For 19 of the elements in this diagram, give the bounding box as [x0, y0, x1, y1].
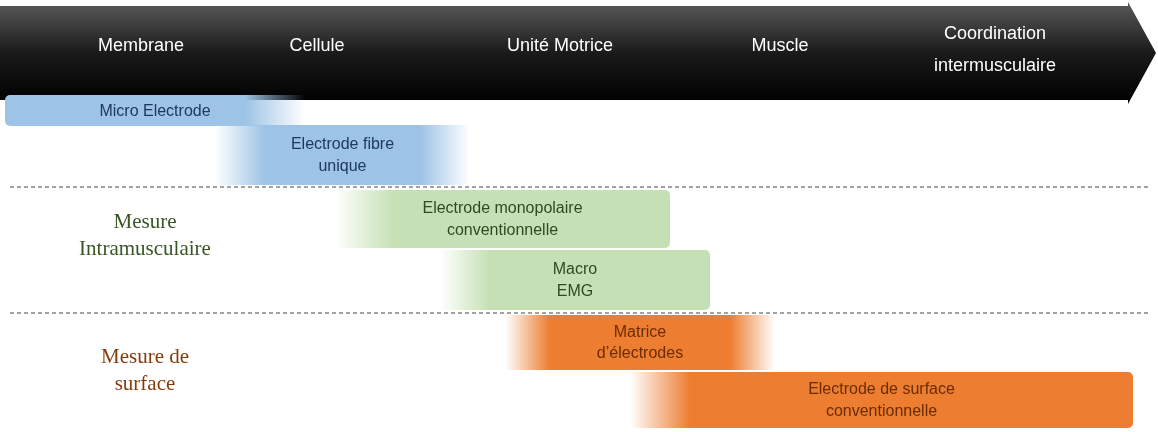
bar-label: Electrode monopolaire conventionnelle: [421, 198, 584, 240]
scale-label: Coordination intermusculaire: [932, 22, 1057, 77]
scale-label: Muscle: [750, 34, 810, 57]
range-bar: [5, 95, 305, 126]
range-bar: [630, 372, 1133, 428]
range-bar: [215, 125, 470, 185]
range-bar: [505, 315, 775, 370]
group-label: Mesure Intramusculaire: [78, 208, 212, 263]
range-bar: [440, 250, 710, 310]
bar-label: Macro EMG: [551, 259, 599, 301]
range-bar: [335, 190, 670, 248]
scale-label: Cellule: [288, 34, 346, 57]
group-label: Mesure de surface: [99, 343, 191, 398]
scale-label: Unité Motrice: [506, 34, 614, 57]
bar-label: Micro Electrode: [98, 100, 212, 121]
bar-label: Electrode fibre unique: [289, 134, 396, 176]
bar-label: Electrode de surface conventionnelle: [807, 379, 956, 421]
bar-label: Matrice d’électrodes: [595, 321, 685, 364]
scale-label: Membrane: [96, 34, 185, 57]
